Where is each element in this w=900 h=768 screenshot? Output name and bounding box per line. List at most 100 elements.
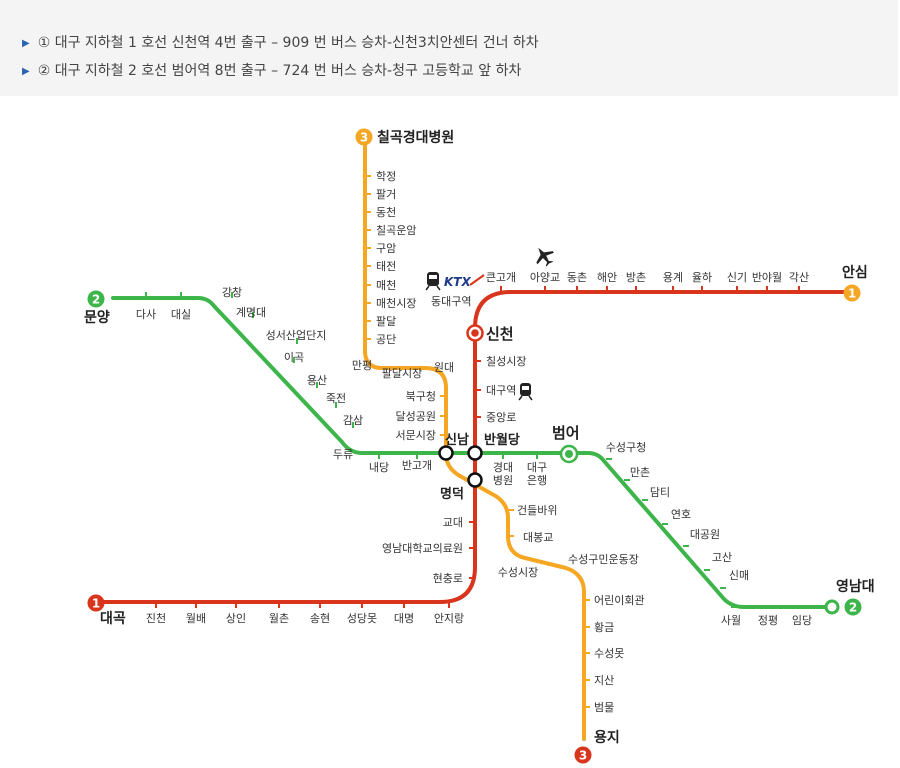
banwoldang-station-label: 반월당 [484, 432, 520, 448]
station-label: 진천 [146, 611, 166, 625]
station-label: 어린이회관 [594, 594, 645, 607]
station-label: 원대 [434, 361, 454, 374]
dongdaegu-label: 동대구역 [431, 295, 471, 308]
station-label: 안지랑 [434, 612, 464, 625]
station-label: 사월 [721, 614, 741, 627]
ktx-logo: KTX [444, 275, 471, 289]
station-label: 반고개 [402, 459, 432, 472]
terminal-label: 대곡 [100, 611, 126, 627]
station-label: 매천시장 [376, 296, 416, 310]
station-label: 이곡 [284, 351, 304, 364]
triangle-bullet-icon: ▶ [22, 66, 30, 77]
station-label: 용산 [307, 374, 327, 387]
station-label: 연호 [671, 508, 691, 521]
station-label: 만촌 [630, 466, 650, 479]
station-label: 송현 [310, 612, 330, 625]
station-label: 용계 [663, 271, 683, 284]
station-label: 칠성시장 [486, 355, 526, 368]
train-icon [518, 383, 533, 401]
station-label: 만평 [352, 359, 372, 372]
triangle-bullet-icon: ▶ [22, 38, 30, 49]
station-label: 건들바위 [517, 504, 557, 517]
station-label: 정평 [758, 614, 778, 627]
station-label: 은행 [527, 474, 547, 487]
terminal-label: 용지 [594, 730, 620, 746]
station-label: 동촌 [567, 271, 587, 284]
station-label: 현충로 [433, 572, 463, 585]
station-label: 신매 [729, 569, 749, 582]
line1-west-terminal: 1 대곡 [87, 594, 126, 627]
station-label: 방촌 [626, 271, 646, 284]
station-label: 범물 [594, 701, 614, 714]
myeongdeok-station-label: 명덕 [440, 486, 464, 502]
station-label: 팔거 [376, 188, 396, 201]
station-label: 감삼 [343, 414, 363, 427]
station-label: 칠곡운암 [376, 224, 416, 237]
line2-east-terminal: 2 영남대 [824, 578, 875, 616]
station-label: 수성시장 [498, 566, 538, 579]
station-label: 동천 [376, 205, 396, 219]
direction-text: ② 대구 지하철 2 호선 범어역 8번 출구 – 724 번 버스 승차-청구… [37, 63, 522, 79]
station-label: 영남대학교의료원 [382, 542, 463, 555]
station-label: 황금 [594, 621, 614, 634]
myeongdeok-transfer-marker [467, 472, 483, 488]
directions-panel: ▶ ① 대구 지하철 1 호선 신천역 4번 출구 – 909 번 버스 승차-신… [0, 0, 898, 96]
station-label: 각산 [789, 271, 809, 284]
line1-east-terminal: 1 안심 [842, 264, 868, 302]
line3-north-terminal: 3 칠곡경대병원 [355, 128, 454, 146]
svg-text:3: 3 [360, 131, 368, 145]
station-label: 지산 [594, 674, 614, 687]
svg-text:2: 2 [849, 601, 857, 615]
svg-text:1: 1 [92, 597, 100, 611]
banwoldang-transfer-marker [467, 445, 483, 461]
station-label: 경대 [493, 461, 513, 474]
train-icon [425, 272, 441, 291]
station-ticks [145, 175, 808, 708]
station-label: 달성공원 [396, 410, 436, 423]
svg-text:2: 2 [92, 293, 100, 307]
station-label: 대실 [171, 308, 191, 321]
terminal-label: 문양 [84, 310, 110, 326]
station-label: 고산 [712, 551, 732, 564]
station-label: 율하 [692, 270, 712, 284]
station-label: 팔달 [376, 315, 396, 328]
station-label: 태전 [376, 260, 396, 273]
station-label: 공단 [376, 333, 396, 346]
sinnam-station-label: 신남 [445, 432, 469, 448]
airplane-icon [536, 247, 554, 267]
beomeo-station-label: 범어 [552, 424, 580, 442]
station-label: 반야월 [752, 271, 782, 284]
station-label: 중앙로 [486, 411, 516, 424]
station-label: 두류 [333, 448, 353, 461]
station-label: 해안 [597, 270, 617, 284]
station-label: 담티 [650, 486, 670, 499]
station-label: 내당 [369, 461, 389, 474]
line3-south-terminal: 3 용지 [574, 730, 620, 764]
subway-map: 3 칠곡경대병원 3 용지 2 문양 2 영남대 1 대곡 1 안심 신천 범어… [84, 128, 875, 764]
svg-text:1: 1 [848, 287, 856, 301]
terminal-label: 안심 [842, 264, 868, 281]
sinnam-transfer-marker [438, 445, 454, 461]
station-label: 병원 [493, 474, 513, 487]
station-label: 대구 [527, 461, 547, 474]
direction-item-line2: ▶ ② 대구 지하철 2 호선 범어역 8번 출구 – 724 번 버스 승차-청… [22, 60, 521, 80]
station-label: 대구역 [486, 384, 516, 397]
station-label: 죽전 [326, 392, 346, 405]
station-label: 서문시장 [396, 429, 436, 442]
station-label: 매천 [376, 278, 396, 292]
station-label: 월촌 [269, 612, 289, 625]
svg-text:3: 3 [579, 749, 587, 763]
station-label: 북구청 [406, 390, 436, 403]
station-label: 수성못 [594, 647, 624, 660]
terminal-label: 칠곡경대병원 [377, 129, 454, 146]
direction-item-line1: ▶ ① 대구 지하철 1 호선 신천역 4번 출구 – 909 번 버스 승차-신… [22, 32, 539, 52]
station-label: 임당 [792, 614, 812, 627]
station-label: 월배 [186, 612, 206, 625]
station-label: 큰고개 [486, 271, 516, 284]
station-label: 강창 [222, 286, 242, 299]
station-label: 구암 [376, 242, 396, 255]
sincheon-station-dot [471, 329, 479, 337]
direction-text: ① 대구 지하철 1 호선 신천역 4번 출구 – 909 번 버스 승차-신천… [37, 35, 539, 51]
ktx-marker: KTX 동대구역 [425, 272, 485, 308]
line2-west-terminal: 2 문양 [84, 290, 110, 326]
